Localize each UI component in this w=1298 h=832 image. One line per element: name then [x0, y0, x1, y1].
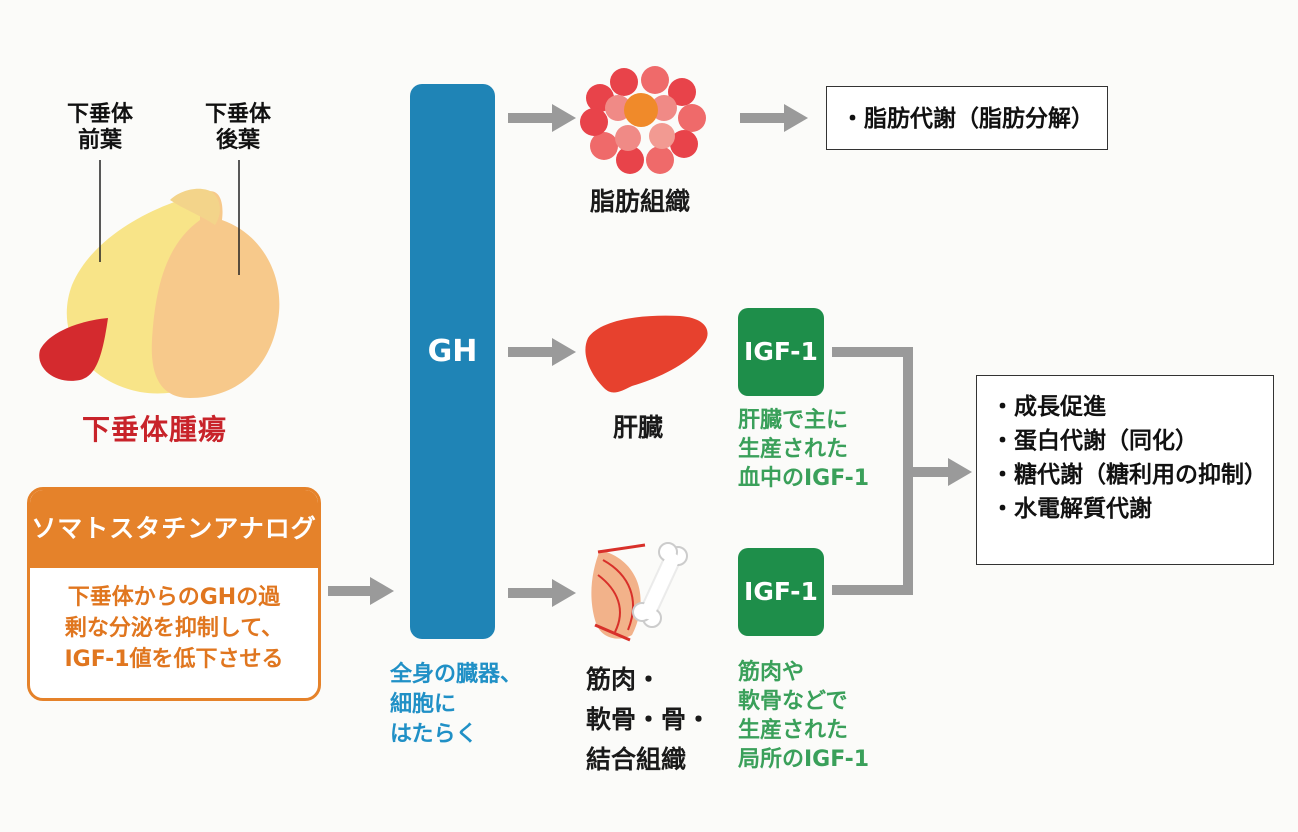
anterior-label-line2: 前葉	[77, 128, 122, 153]
somatostatin-desc-line2: 剰な分泌を抑制して、	[64, 616, 284, 641]
fat-metabolism-effect-box: ・脂肪代謝（脂肪分解）	[826, 86, 1108, 150]
somatostatin-desc-line3: IGF-1値を低下させる	[64, 647, 284, 672]
somatostatin-analog-box: ソマトスタチンアナログ 下垂体からのGHの過 剰な分泌を抑制して、 IGF-1値…	[27, 487, 321, 701]
fat-tissue-label: 脂肪組織	[590, 187, 691, 216]
igf1-local-note-line1: 筋肉や	[738, 660, 805, 685]
liver-illustration	[585, 315, 708, 393]
igf1-liver-note-line2: 生産された	[738, 437, 849, 462]
effect-growth-promotion: ・成長促進	[991, 394, 1106, 420]
anterior-label-line1: 下垂体	[66, 102, 133, 127]
igf1-liver-note: 肝臓で主に 生産された 血中のIGF-1	[738, 406, 869, 493]
anterior-lobe-label: 下垂体 前葉	[62, 102, 138, 154]
somatostatin-desc-line1: 下垂体からのGHの過	[67, 585, 281, 610]
igf1-local-note-line3: 生産された	[738, 718, 849, 743]
liver-label: 肝臓	[613, 413, 664, 442]
igf1-local-note-line2: 軟骨などで	[738, 689, 848, 714]
igf1-liver-note-line1: 肝臓で主に	[738, 408, 849, 433]
gh-note-line1: 全身の臓器、	[390, 662, 523, 687]
fat-tissue-illustration	[580, 66, 706, 174]
arrows	[328, 104, 972, 607]
pituitary-posterior-lobe	[151, 191, 280, 398]
gh-note: 全身の臓器、 細胞に はたらく	[390, 660, 522, 750]
tumor-shape	[39, 318, 108, 381]
igf1-liver-box: IGF-1	[738, 308, 824, 396]
muscle-bone-label: 筋肉・ 軟骨・骨・ 結合組織	[586, 660, 711, 780]
gh-label: GH	[427, 334, 478, 369]
muscle-label-line1: 筋肉・	[586, 665, 662, 694]
posterior-label-line2: 後葉	[215, 128, 260, 153]
somatostatin-title: ソマトスタチンアナログ	[30, 490, 318, 568]
pituitary-stalk	[170, 188, 220, 225]
pituitary-gland-illustration	[39, 160, 280, 398]
effect-protein-metabolism: ・蛋白代謝（同化）	[991, 428, 1198, 454]
effect-glucose-metabolism: ・糖代謝（糖利用の抑制）	[991, 462, 1267, 488]
pituitary-tumor-label: 下垂体腫瘍	[82, 413, 228, 446]
gh-note-line2: 細胞に	[390, 692, 457, 717]
growth-effects-box: ・成長促進 ・蛋白代謝（同化） ・糖代謝（糖利用の抑制） ・水電解質代謝	[976, 375, 1274, 565]
bone-illustration	[632, 542, 688, 628]
gh-note-line3: はたらく	[390, 722, 478, 747]
somatostatin-description: 下垂体からのGHの過 剰な分泌を抑制して、 IGF-1値を低下させる	[30, 568, 318, 675]
igf1-local-box: IGF-1	[738, 548, 824, 636]
igf-connectors	[832, 347, 950, 595]
muscle-label-line3: 結合組織	[586, 745, 687, 774]
muscle-label-line2: 軟骨・骨・	[586, 705, 712, 734]
igf1-local-note: 筋肉や 軟骨などで 生産された 局所のIGF-1	[738, 658, 869, 774]
igf1-liver-note-line3: 血中のIGF-1	[738, 466, 870, 491]
effect-electrolyte-metabolism: ・水電解質代謝	[991, 496, 1152, 522]
igf1-local-note-line4: 局所のIGF-1	[738, 747, 870, 772]
gh-bar	[410, 84, 495, 639]
posterior-lobe-label: 下垂体 後葉	[200, 102, 276, 154]
posterior-label-line1: 下垂体	[204, 102, 271, 127]
muscle-illustration	[591, 543, 646, 642]
